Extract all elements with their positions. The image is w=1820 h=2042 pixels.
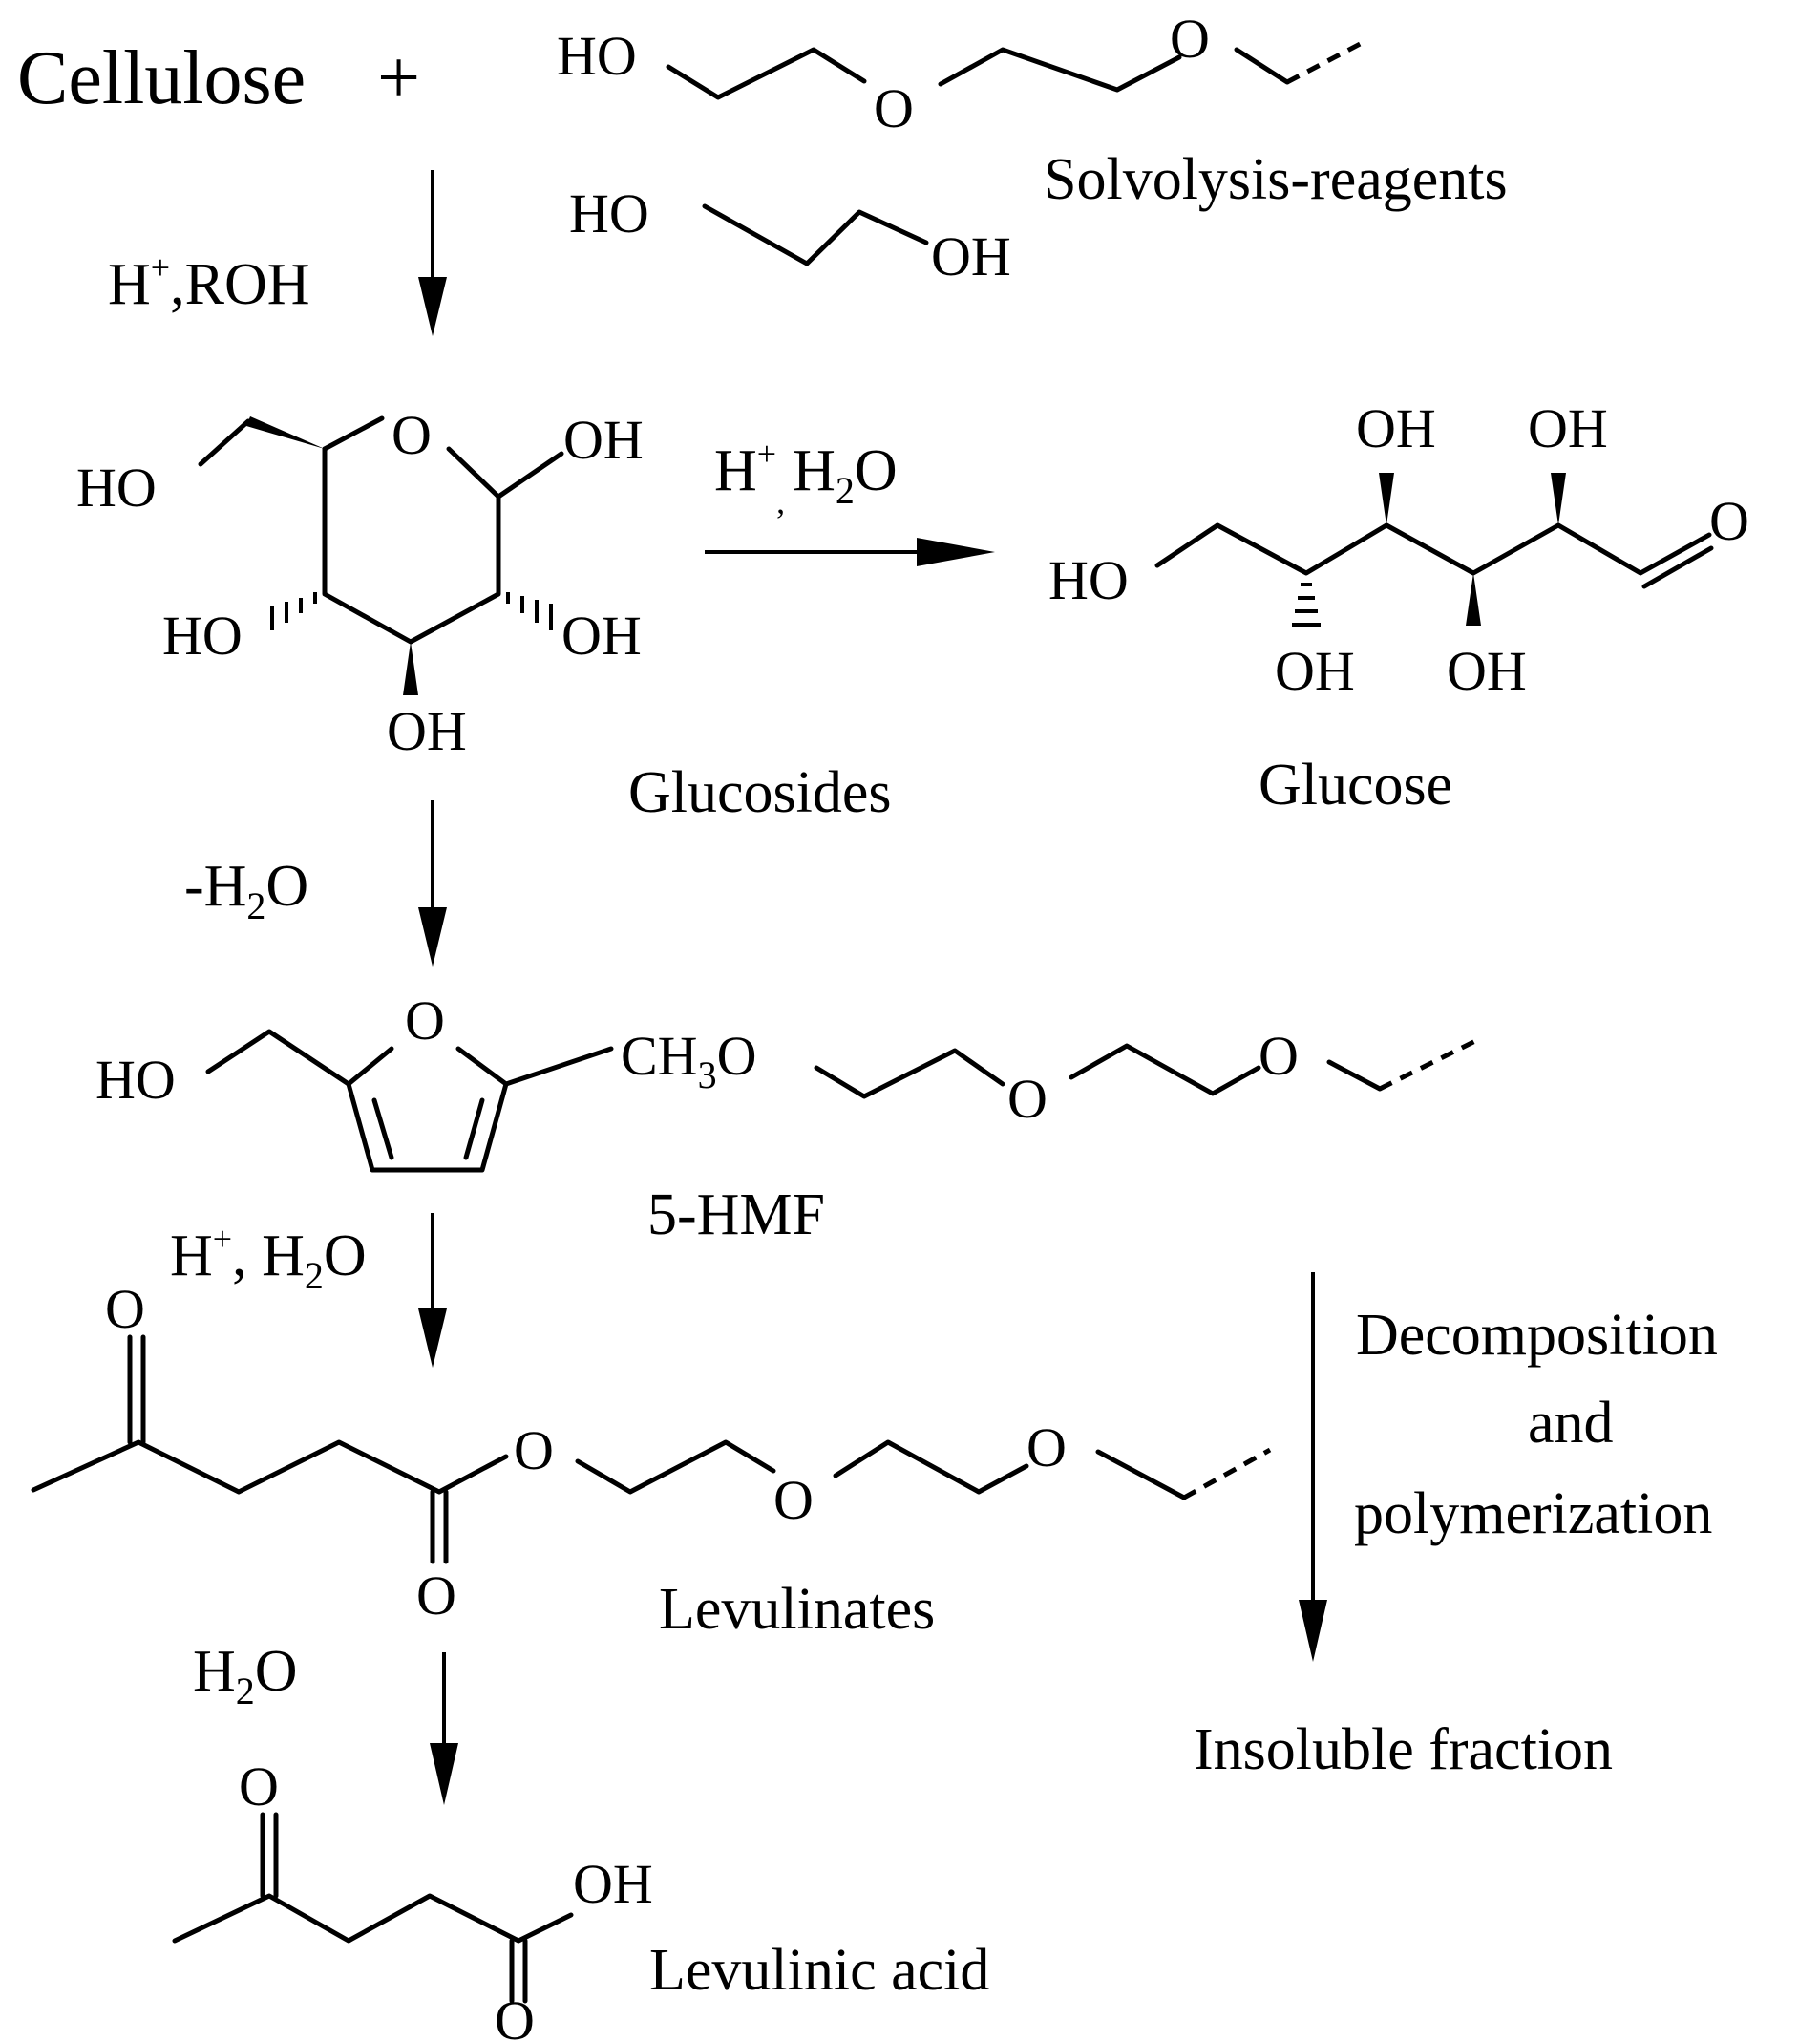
levulinate-structure: O O O O O xyxy=(31,1278,1272,1627)
ether-oxygen-label: O xyxy=(874,77,914,139)
arrow-decomposition xyxy=(1299,1272,1327,1662)
arrow-hydrolysis xyxy=(705,538,995,566)
arrow-final-hydrolysis xyxy=(430,1652,458,1805)
hydroxyl-label: OH xyxy=(561,605,642,667)
hydroxyl-label: OH xyxy=(387,700,467,762)
ether-oxygen-label: O xyxy=(1170,8,1210,70)
glucosides-label: Glucosides xyxy=(628,760,892,825)
hydroxyl-label: OH xyxy=(563,409,644,471)
carboxyl-oxygen-label: O xyxy=(495,1989,535,2042)
ch3o-label: CH3O xyxy=(621,1025,756,1096)
ether-oxygen-label: O xyxy=(1007,1068,1048,1130)
ketone-oxygen-label: O xyxy=(105,1278,145,1340)
hydroxyl-label: HO xyxy=(162,605,243,667)
hmf-label: 5-HMF xyxy=(647,1182,825,1247)
arrow-solvolysis xyxy=(418,170,447,336)
hydroxyl-label: HO xyxy=(569,182,649,245)
glucoside-structure: O HO OH HO OH OH xyxy=(76,404,644,762)
hydroxyl-label: OH xyxy=(1356,397,1436,459)
hashed-bond xyxy=(1292,583,1321,627)
hydroxyl-label: OH xyxy=(1447,640,1527,702)
glucose-label: Glucose xyxy=(1259,753,1452,818)
hydroxyl-label: HO xyxy=(1048,549,1129,611)
ester-carbonyl-oxygen-label: O xyxy=(416,1564,456,1627)
levulinic-acid-label: Levulinic acid xyxy=(649,1938,989,2003)
ether-oxygen-label: O xyxy=(1259,1025,1299,1087)
diethylene-glycol-structure: HO O O xyxy=(557,8,1369,139)
decomposition-label: Decomposition xyxy=(1356,1303,1718,1368)
solvolysis-reagents-label: Solvolysis-reagents xyxy=(1044,147,1508,212)
ring-oxygen-label: O xyxy=(392,404,432,466)
condition-acid-water-2: H+, H2O xyxy=(170,1220,367,1297)
cellulose-reactant: Cellulose + xyxy=(17,36,420,120)
condition-dehydration: -H2O xyxy=(184,854,308,927)
condition-water: H2O xyxy=(193,1639,298,1712)
carbonyl-oxygen-label: O xyxy=(1709,490,1749,552)
cellulose-label: Cellulose xyxy=(17,36,306,120)
ketone-oxygen-label: O xyxy=(239,1755,279,1818)
ring-oxygen-label: O xyxy=(405,989,445,1052)
hydroxyl-label: OH xyxy=(931,225,1011,287)
hydroxyl-label: OH xyxy=(573,1853,653,1915)
plus-sign: + xyxy=(377,36,420,120)
condition-acid-roh: H+,ROH xyxy=(108,248,310,317)
condition-acid-water: H+,H2O xyxy=(714,435,898,521)
ethylene-glycol-structure: HO OH xyxy=(569,182,1011,287)
and-label: and xyxy=(1528,1391,1614,1456)
hmf-structure: HO O CH3O O O xyxy=(95,989,1477,1173)
levulinates-label: Levulinates xyxy=(659,1577,935,1642)
hydroxyl-label: HO xyxy=(557,25,637,87)
arrow-rehydration xyxy=(418,1213,447,1368)
hashed-bond xyxy=(506,592,553,630)
ether-oxygen-label: O xyxy=(773,1469,814,1531)
hydroxyl-label: HO xyxy=(95,1049,176,1111)
hydroxyl-label: OH xyxy=(1275,640,1355,702)
polymerization-label: polymerization xyxy=(1354,1481,1712,1546)
ester-oxygen-label: O xyxy=(514,1419,554,1481)
hydroxyl-label: HO xyxy=(76,457,157,519)
arrow-dehydration xyxy=(418,800,447,967)
hashed-bond xyxy=(270,592,317,630)
hydroxyl-label: OH xyxy=(1528,397,1608,459)
levulinic-acid-structure: O OH O xyxy=(172,1755,653,2042)
glucose-structure: HO O OH OH OH OH xyxy=(1048,397,1749,702)
ether-oxygen-label: O xyxy=(1026,1416,1067,1478)
insoluble-fraction-label: Insoluble fraction xyxy=(1194,1717,1613,1782)
